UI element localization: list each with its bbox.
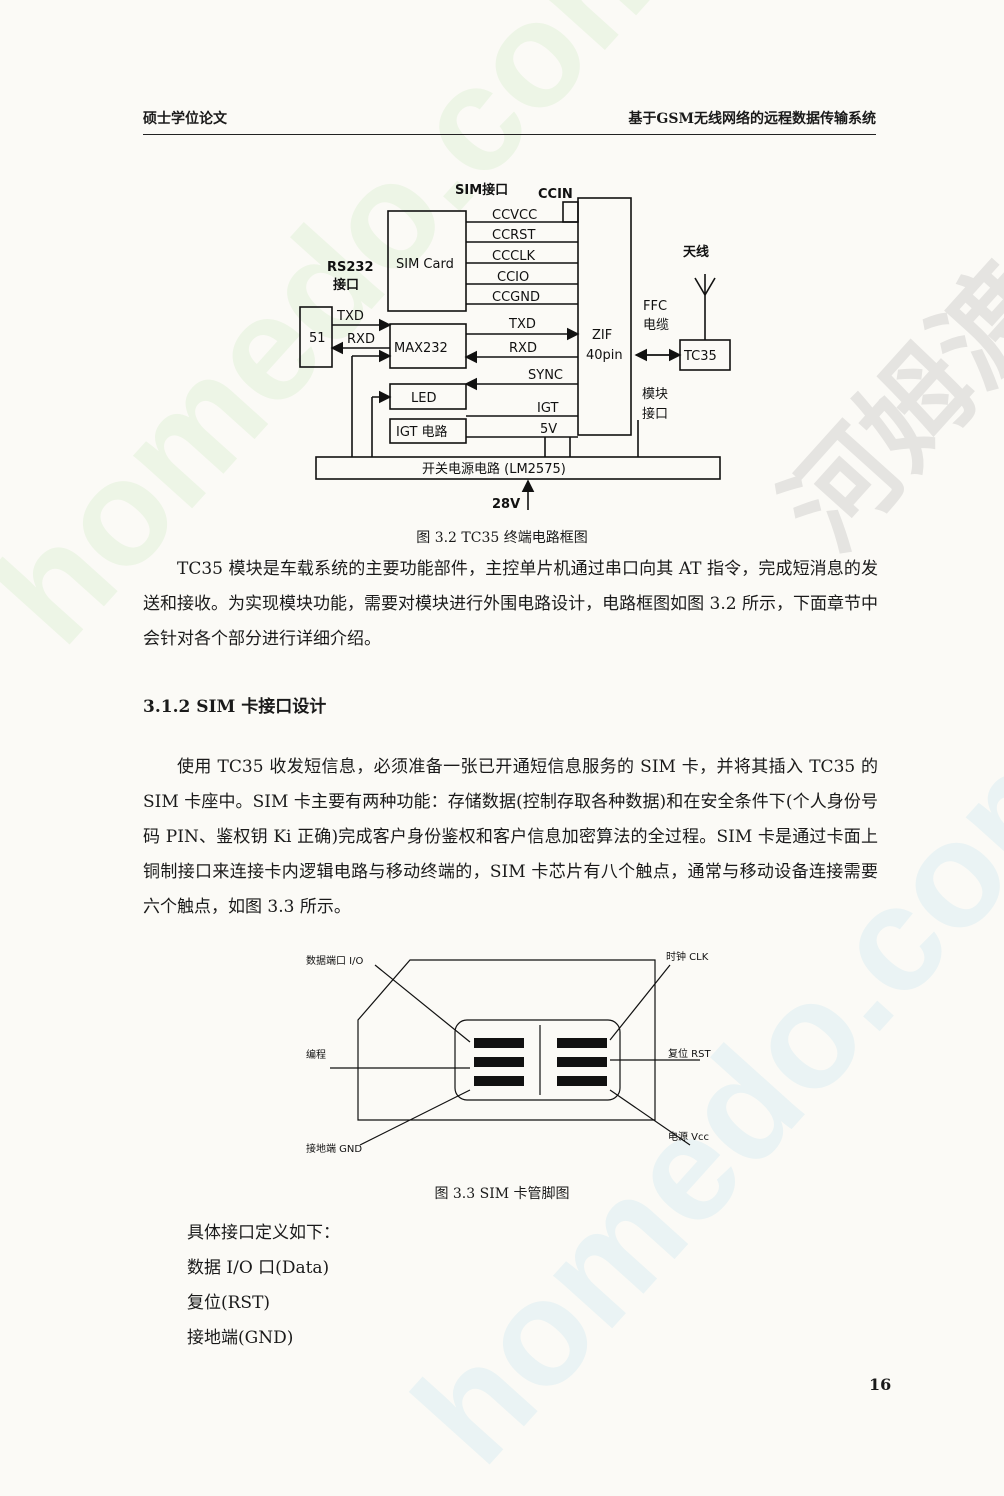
label-28v: 28V (492, 497, 520, 512)
label-antenna: 天线 (683, 244, 709, 260)
interface-definition-rst: 复位(RST) (187, 1293, 271, 1313)
figure-3-2-block-diagram: SIM接口 CCIN SIM Card CCVCC CCRST CCCLK CC… (299, 182, 731, 512)
contact-5 (557, 1038, 607, 1048)
section-heading-3-1-2: 3.1.2 SIM 卡接口设计 (143, 697, 327, 717)
figure-3-3-sim-pinout: 数据端口 I/O 时钟 CLK 编程 复位 RST 接地端 GND 电源 Vcc (306, 950, 711, 1155)
label-rs232: RS232 (327, 260, 374, 275)
label-data-io: 数据端口 I/O (306, 954, 363, 967)
label-ccin: CCIN (538, 187, 573, 202)
label-ccgnd: CCGND (492, 290, 540, 305)
igt-circuit-box (389, 418, 467, 444)
label-ccvcc: CCVCC (492, 208, 537, 223)
label-ccclk: CCCLK (492, 249, 535, 264)
contact-1 (474, 1038, 524, 1048)
paragraph-sim-card: 使用 TC35 收发短信息，必须准备一张已开通短信息服务的 SIM 卡，并将其插… (143, 757, 878, 917)
label-ffc: FFC (643, 299, 667, 314)
label-txd-left: TXD (336, 309, 364, 324)
label-51: 51 (309, 331, 326, 346)
label-sim-card: SIM Card (396, 257, 454, 272)
label-vcc: 电源 Vcc (668, 1130, 709, 1143)
label-sim-interface: SIM接口 (455, 182, 508, 198)
interface-definition-gnd: 接地端(GND) (187, 1328, 294, 1348)
label-module: 模块 (642, 387, 668, 402)
label-zif-40pin: 40pin (586, 348, 623, 363)
zif-connector-box (577, 197, 632, 436)
figure-3-2-caption: 图 3.2 TC35 终端电路框图 (416, 530, 588, 546)
label-igt-circuit: IGT 电路 (396, 424, 448, 440)
power-supply-box (315, 456, 721, 480)
header-thesis-title: 基于GSM无线网络的远程数据传输系统 (628, 111, 876, 127)
label-zif: ZIF (592, 328, 612, 343)
paragraph-tc35-module: TC35 模块是车载系统的主要功能部件，主控单片机通过串口向其 AT 指令，完成… (143, 559, 878, 649)
label-5v: 5V (540, 422, 557, 437)
label-power-supply: 开关电源电路 (LM2575) (422, 461, 566, 477)
running-header: 硕士学位论文 基于GSM无线网络的远程数据传输系统 (143, 104, 876, 135)
interface-definition-data: 数据 I/O 口(Data) (187, 1258, 330, 1278)
label-gnd: 接地端 GND (306, 1142, 362, 1155)
label-clock: 时钟 CLK (666, 950, 709, 963)
label-rs232-if: 接口 (333, 277, 359, 293)
max232-box (389, 323, 467, 369)
contact-2 (474, 1057, 524, 1067)
contact-6 (557, 1057, 607, 1067)
label-tc35: TC35 (683, 349, 717, 364)
header-thesis-type: 硕士学位论文 (143, 111, 227, 127)
page-number: 16 (869, 1375, 892, 1394)
label-sync: SYNC (528, 368, 563, 383)
label-led: LED (411, 391, 436, 406)
figure-3-3-caption: 图 3.3 SIM 卡管脚图 (434, 1186, 570, 1202)
label-module-if: 接口 (642, 406, 668, 422)
interface-definition-intro: 具体接口定义如下： (187, 1223, 340, 1243)
label-reset: 复位 RST (668, 1047, 711, 1060)
sim-card-box (387, 210, 467, 312)
label-rxd-left: RXD (347, 332, 375, 347)
label-ccio: CCIO (497, 270, 529, 285)
label-igt-signal: IGT (537, 401, 558, 416)
contact-3 (474, 1076, 524, 1086)
label-rxd-right: RXD (509, 341, 537, 356)
label-ffc-cable: 电缆 (643, 317, 669, 333)
label-ccrst: CCRST (492, 228, 535, 243)
label-txd-right: TXD (508, 317, 536, 332)
sim-card-outline (357, 959, 656, 1121)
mcu-51-box (299, 306, 333, 368)
contact-7 (557, 1076, 607, 1086)
label-program: 编程 (306, 1048, 326, 1061)
label-max232: MAX232 (394, 341, 448, 356)
